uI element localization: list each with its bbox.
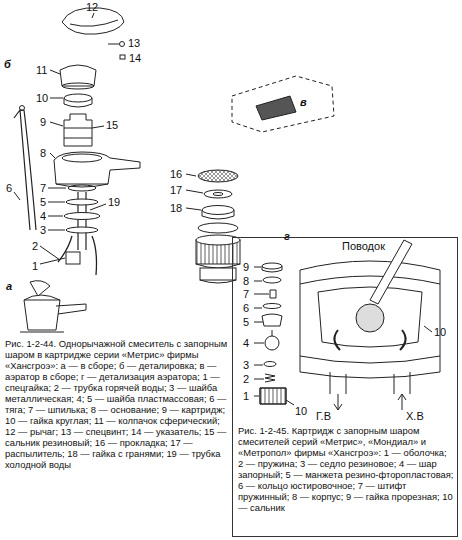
figure-caption: Рис. 1-2-44. Однорычажной смеситель с за… <box>5 338 229 470</box>
callout-number: 14 <box>129 52 141 64</box>
callout-number: 17 <box>170 184 182 196</box>
callout-number: 3 <box>40 224 46 236</box>
callout-number: 2 <box>32 240 38 252</box>
callout-number: 5 <box>40 196 46 208</box>
callout-number: 9 <box>40 116 46 128</box>
view-letter: а <box>6 280 12 292</box>
view-letter: б <box>4 58 11 70</box>
callout-number: 10 <box>434 326 446 338</box>
flow-label: Х.В <box>406 410 424 422</box>
callout-number: 4 <box>243 337 249 349</box>
callout-number: 6 <box>243 302 249 314</box>
view-letter: г <box>284 230 290 242</box>
callout-number: 7 <box>243 288 249 300</box>
figure-caption: Рис. 1-2-45. Картридж с запорным шаром с… <box>238 425 454 513</box>
part-name: Поводок <box>342 240 385 252</box>
callout-number: 3 <box>243 359 249 371</box>
flow-label: Г.В <box>316 410 331 422</box>
callout-number: 15 <box>106 119 118 131</box>
view-letter: в <box>300 96 307 108</box>
callout-number: 1 <box>32 260 38 272</box>
callout-number: 12 <box>86 1 98 13</box>
callout-number: 1 <box>243 390 249 402</box>
callout-number: 2 <box>243 373 249 385</box>
callout-number: 10 <box>295 405 307 417</box>
callout-number: 5 <box>243 316 249 328</box>
callout-number: 9 <box>243 261 249 273</box>
callout-number: 7 <box>40 182 46 194</box>
callout-number: 13 <box>128 37 140 49</box>
callout-number: 10 <box>36 92 48 104</box>
callout-number: 11 <box>36 64 47 76</box>
callout-number: 19 <box>108 196 120 208</box>
callout-number: 8 <box>243 275 249 287</box>
callout-number: 6 <box>6 182 12 194</box>
callout-number: 8 <box>40 147 46 159</box>
callout-number: 4 <box>40 210 46 222</box>
callout-number: 16 <box>170 168 182 180</box>
callout-number: 18 <box>170 202 182 214</box>
